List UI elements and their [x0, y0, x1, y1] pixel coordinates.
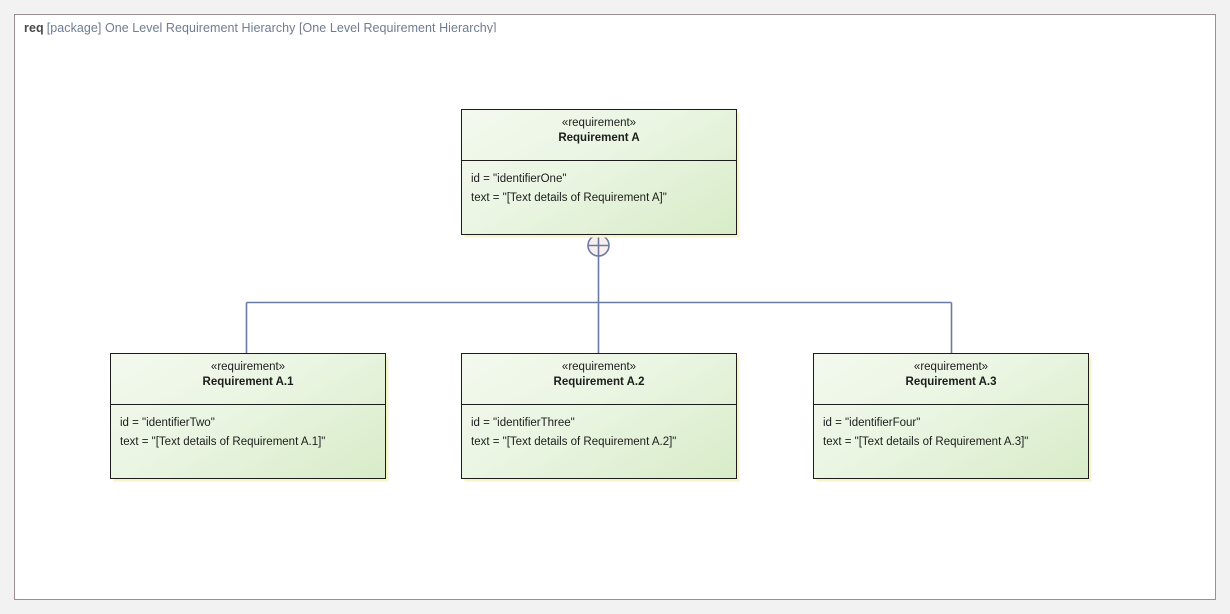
requirement-name: Requirement A.3	[905, 376, 997, 389]
requirement-stereotype: «requirement»	[561, 361, 637, 373]
diagram-kind-label: req	[24, 20, 44, 35]
requirement-attribute-text: text = "[Text details of Requirement A.3…	[823, 435, 1029, 448]
requirement-header: «requirement» Requirement A.2	[462, 354, 736, 405]
requirement-attribute-id: id = "identifierOne"	[471, 173, 567, 185]
requirement-node-a2[interactable]: «requirement» Requirement A.2 id = "iden…	[461, 353, 737, 479]
requirement-node-a1[interactable]: «requirement» Requirement A.1 id = "iden…	[110, 353, 386, 479]
diagram-frame-tab: req [package] One Level Requirement Hier…	[14, 14, 527, 40]
requirement-attribute-id: id = "identifierFour"	[823, 417, 921, 429]
requirement-stereotype: «requirement»	[561, 117, 637, 129]
requirement-header: «requirement» Requirement A.1	[111, 354, 385, 405]
requirement-header: «requirement» Requirement A	[462, 110, 736, 161]
requirement-name: Requirement A.1	[202, 376, 294, 389]
requirement-attributes: id = "identifierFour" text = "[Text deta…	[814, 405, 1088, 451]
requirement-attributes: id = "identifierThree" text = "[Text det…	[462, 405, 736, 451]
diagram-name-label: [package] One Level Requirement Hierarch…	[46, 20, 497, 35]
requirement-node-a3[interactable]: «requirement» Requirement A.3 id = "iden…	[813, 353, 1089, 479]
requirement-attribute-text: text = "[Text details of Requirement A]"	[471, 191, 667, 204]
requirement-attribute-text: text = "[Text details of Requirement A.1…	[120, 435, 326, 448]
requirement-attributes: id = "identifierOne" text = "[Text detai…	[462, 161, 736, 207]
requirement-name: Requirement A	[558, 132, 640, 145]
requirement-header: «requirement» Requirement A.3	[814, 354, 1088, 405]
requirement-stereotype: «requirement»	[210, 361, 286, 373]
requirement-attribute-id: id = "identifierTwo"	[120, 417, 215, 429]
requirement-attribute-id: id = "identifierThree"	[471, 417, 575, 429]
requirement-attribute-text: text = "[Text details of Requirement A.2…	[471, 435, 677, 448]
requirement-stereotype: «requirement»	[913, 361, 989, 373]
diagram-frame	[14, 14, 1216, 600]
requirement-node-a[interactable]: «requirement» Requirement A id = "identi…	[461, 109, 737, 235]
requirement-attributes: id = "identifierTwo" text = "[Text detai…	[111, 405, 385, 451]
requirement-name: Requirement A.2	[553, 376, 645, 389]
